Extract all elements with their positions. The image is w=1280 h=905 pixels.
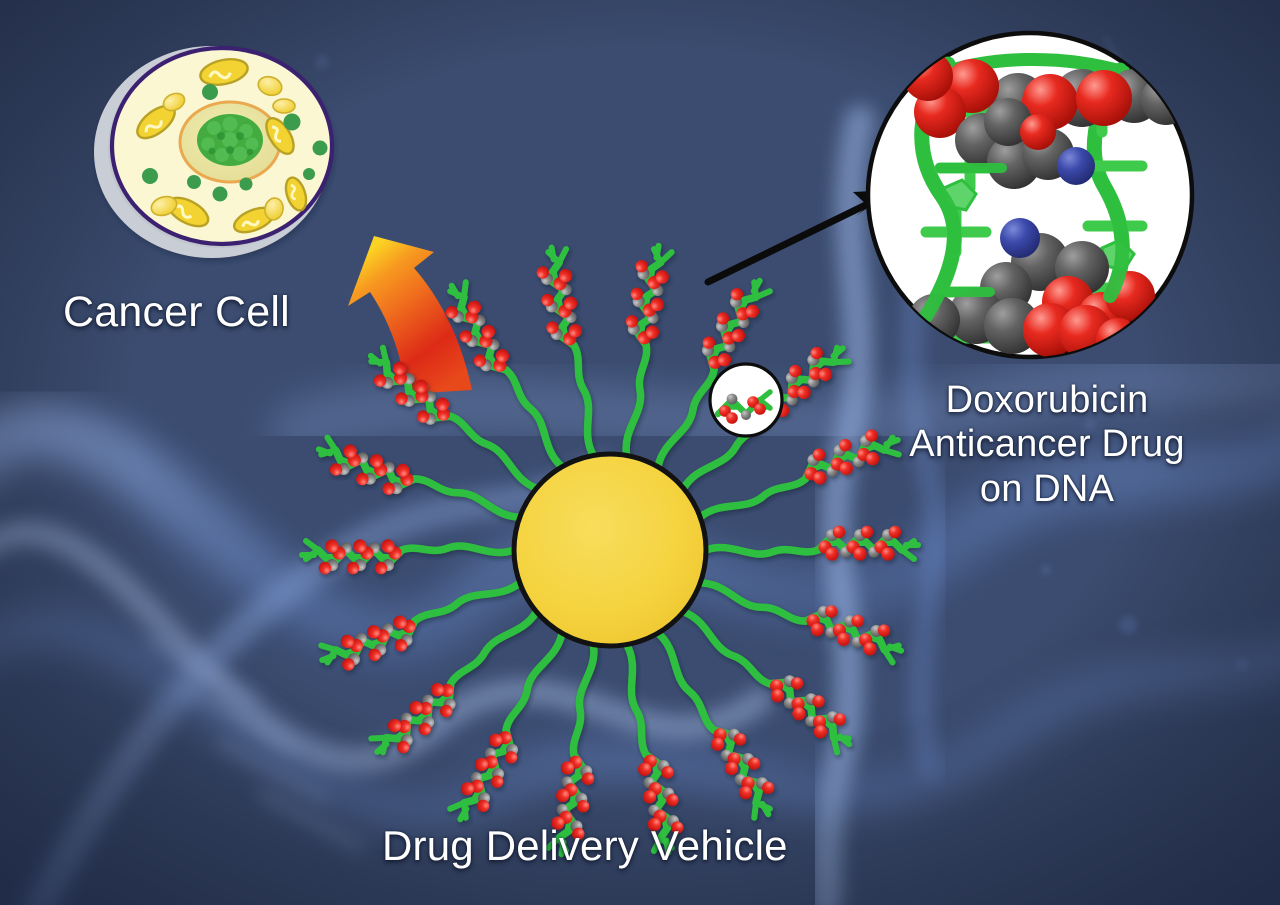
cancer-cell-label: Cancer Cell: [63, 288, 290, 336]
doxorubicin-label-line3: on DNA: [979, 467, 1115, 510]
cancer-cell-diagram: [84, 24, 344, 274]
drug-delivery-vehicle-label: Drug Delivery Vehicle: [382, 822, 788, 869]
cell-uptake-arrow: [322, 222, 522, 422]
doxorubicin-dna-callout: [690, 20, 1200, 450]
doxorubicin-label: Doxorubicin Anticancer Drug on DNA: [872, 378, 1222, 511]
gold-nanoparticle-core: [511, 451, 709, 649]
callout-arrow: [704, 190, 892, 286]
doxorubicin-label-line2: Anticancer Drug: [909, 423, 1185, 466]
drug-delivery-vehicle: [378, 318, 842, 782]
drug-molecule-highlight: [698, 352, 794, 448]
doxorubicin-label-line1: Doxorubicin: [945, 379, 1149, 421]
